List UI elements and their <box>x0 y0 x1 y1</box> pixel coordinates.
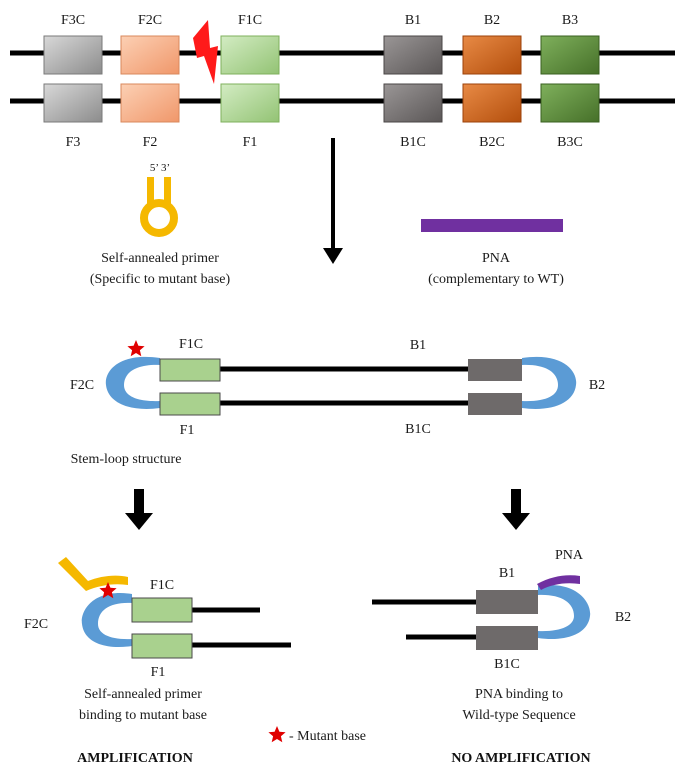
label-f1c: F1C <box>238 13 262 28</box>
dna-template: F3C F2C F1C B1 B2 B3 F3 F2 F1 B1C B2C B3… <box>10 13 675 150</box>
left-result-label-f1c: F1C <box>150 578 174 593</box>
box-b3c <box>540 83 600 123</box>
label-b2c: B2C <box>479 135 505 150</box>
stemloop-mutant-star-icon <box>127 340 145 357</box>
right-result-label-b1c: B1C <box>494 657 520 672</box>
pna-bar <box>421 219 563 232</box>
box-f3 <box>43 83 103 123</box>
no-amplification-outcome: NO AMPLIFICATION <box>451 751 590 766</box>
left-result-label-f1: F1 <box>151 665 166 680</box>
right-result-loop <box>538 585 591 640</box>
bound-pna <box>537 575 580 590</box>
primer-stem-right <box>164 177 171 205</box>
primer-caption-line2: (Specific to mutant base) <box>90 272 231 287</box>
amplification-panel: F2C F1C F1 Self-annealed primer binding … <box>24 557 291 766</box>
label-f3: F3 <box>66 135 81 150</box>
box-f2 <box>120 83 180 123</box>
left-result-box-f1c <box>131 597 193 623</box>
left-loop <box>105 356 160 409</box>
primer-loop <box>140 199 178 237</box>
stemloop-label-b1c: B1C <box>405 422 431 437</box>
down-arrow-main <box>323 138 343 264</box>
right-result-label-b1: B1 <box>499 566 515 581</box>
right-result-box-b1 <box>476 590 538 614</box>
stemloop-label-b2: B2 <box>589 378 605 393</box>
right-result-caption-line1: PNA binding to <box>475 687 563 702</box>
left-result-label-f2c: F2C <box>24 617 48 632</box>
bound-primer <box>58 557 128 591</box>
box-b2 <box>462 35 522 75</box>
label-b3: B3 <box>562 13 578 28</box>
primer-ends-label: 5’ 3’ <box>150 162 170 174</box>
mutation-lightning-icon <box>193 20 218 84</box>
right-result-caption-line2: Wild-type Sequence <box>462 708 575 723</box>
self-annealed-primer: 5’ 3’ Self-annealed primer (Specific to … <box>90 162 231 287</box>
primer-caption-line1: Self-annealed primer <box>101 251 219 266</box>
label-b1: B1 <box>405 13 421 28</box>
pna-caption-line2: (complementary to WT) <box>428 272 564 287</box>
stemloop-box-f1c <box>159 358 221 382</box>
right-result-box-b1c <box>476 626 538 650</box>
stemloop-label-b1: B1 <box>410 338 426 353</box>
label-b3c: B3C <box>557 135 583 150</box>
label-b2: B2 <box>484 13 500 28</box>
stemloop-label-f2c: F2C <box>70 378 94 393</box>
legend-mutant-label: - Mutant base <box>289 729 366 744</box>
stemloop-label-f1c: F1C <box>179 337 203 352</box>
left-result-caption-line2: binding to mutant base <box>79 708 207 723</box>
box-f1 <box>220 83 280 123</box>
label-f1: F1 <box>243 135 258 150</box>
box-f1c <box>220 35 280 75</box>
right-result-label-b2: B2 <box>615 610 631 625</box>
left-result-box-f1 <box>131 633 193 659</box>
stemloop-label-f1: F1 <box>180 423 195 438</box>
pna-caption-line1: PNA <box>482 251 511 266</box>
right-result-label-pna: PNA <box>555 548 584 563</box>
left-result-mutant-star-icon <box>99 582 117 599</box>
box-b1c <box>383 83 443 123</box>
stemloop-caption: Stem-loop structure <box>71 452 182 467</box>
left-result-loop <box>81 593 132 648</box>
label-f2c: F2C <box>138 13 162 28</box>
box-b2c <box>462 83 522 123</box>
stemloop-box-b1c <box>468 393 522 415</box>
box-b3 <box>540 35 600 75</box>
down-arrow-right <box>502 489 530 530</box>
legend-star-icon <box>268 726 286 743</box>
box-b1 <box>383 35 443 75</box>
box-f2c <box>120 35 180 75</box>
no-amplification-panel: PNA B1 B1C B2 PNA binding to Wild-type S… <box>372 548 631 766</box>
amplification-outcome: AMPLIFICATION <box>77 751 193 766</box>
label-f2: F2 <box>143 135 158 150</box>
right-loop <box>522 356 577 409</box>
mutant-base-legend: - Mutant base <box>268 726 366 744</box>
pna-probe: PNA (complementary to WT) <box>421 219 564 287</box>
box-f3c <box>43 35 103 75</box>
left-result-caption-line1: Self-annealed primer <box>84 687 202 702</box>
down-arrow-left <box>125 489 153 530</box>
primer-stem-left <box>147 177 154 205</box>
stemloop-box-b1 <box>468 359 522 381</box>
stem-loop-structure: F2C F1C F1 B1 B1C B2 Stem-loop structure <box>70 337 605 467</box>
label-b1c: B1C <box>400 135 426 150</box>
label-f3c: F3C <box>61 13 85 28</box>
stemloop-box-f1 <box>159 392 221 416</box>
